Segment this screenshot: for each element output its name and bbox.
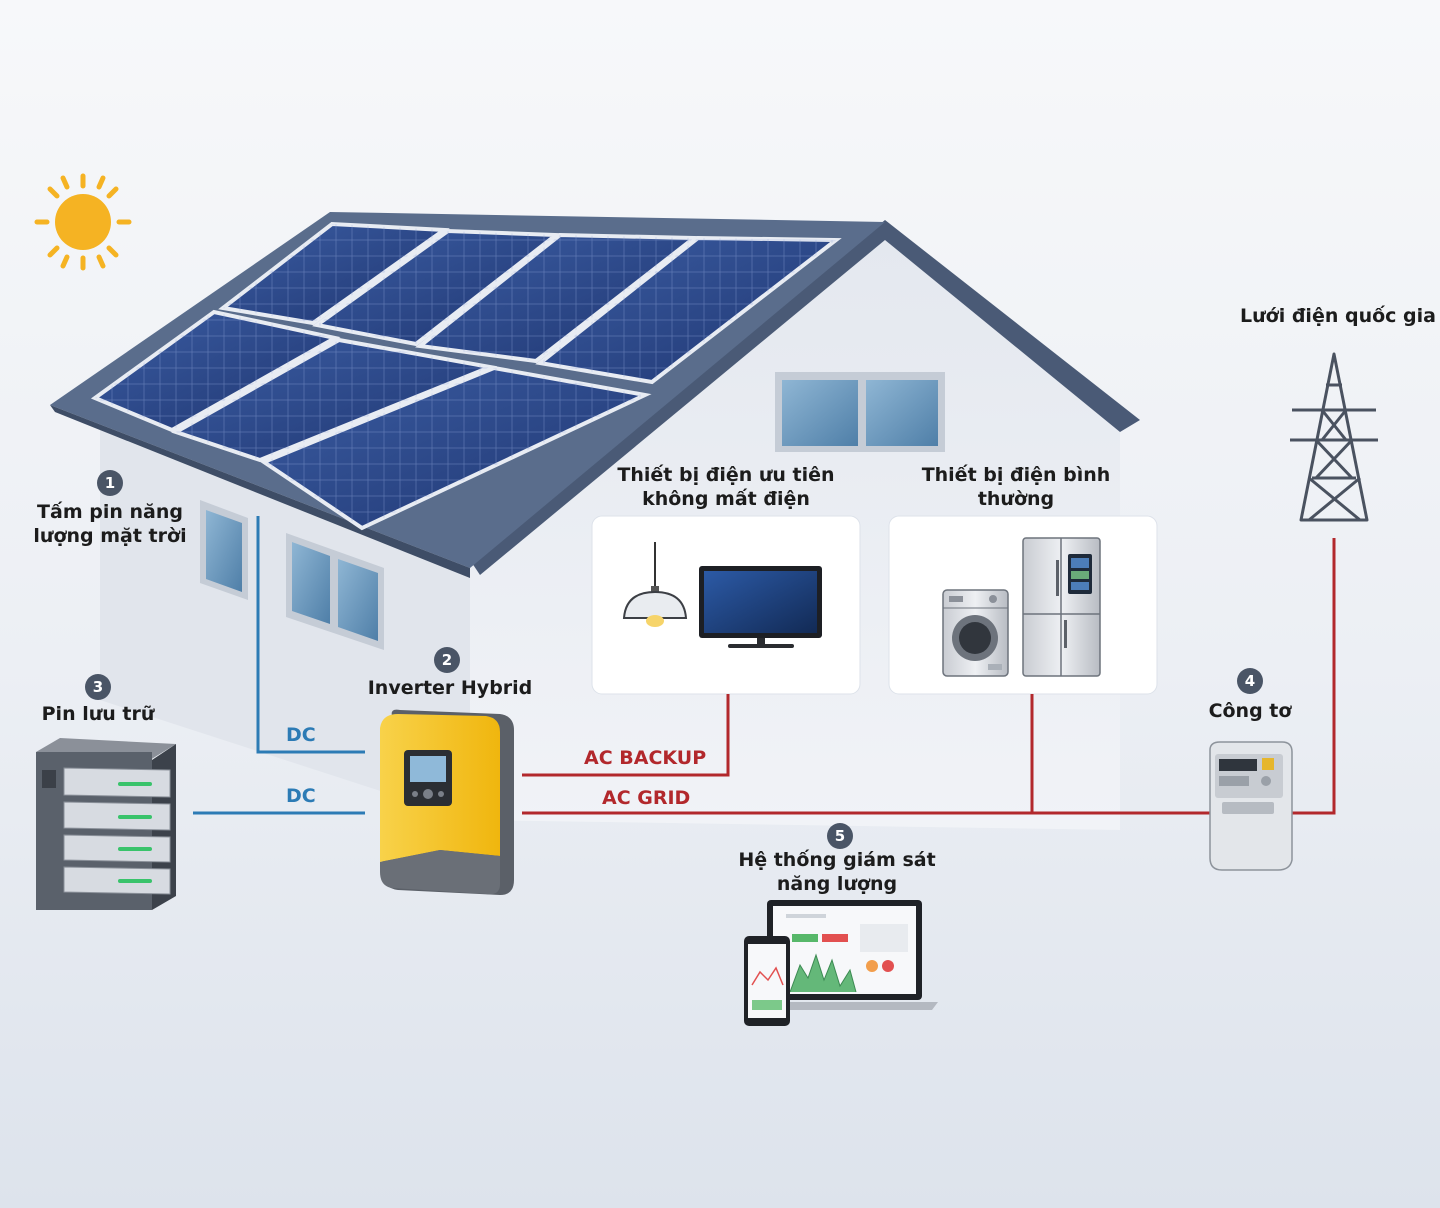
inverter-icon [380,709,514,895]
window [775,372,945,452]
label-grid: Lưới điện quốc gia [1240,305,1436,327]
badge-monitoring: 5 [827,823,853,849]
ac-backup-wire [522,694,730,777]
grid-connection-wire [1292,538,1336,815]
solar-panel-array [90,221,842,531]
lamp-icon [622,542,688,627]
label-battery: Pin lưu trữ [41,703,155,725]
label-monitoring: Hệ thống giám sát năng lượng [738,849,936,895]
label-solar-panel: Tấm pin năng lượng mặt trời [33,501,187,547]
window [200,500,248,600]
monitoring-devices-icon [744,900,938,1026]
wire-label-ac-grid: AC GRID [602,787,691,809]
transmission-tower-icon [1290,352,1378,522]
label-normal-loads: Thiết bị điện bình thường [921,464,1111,510]
label-meter: Công tơ [1208,700,1292,722]
badge-meter: 4 [1237,668,1263,694]
badge-solar-panel: 1 [97,470,123,496]
window [286,533,384,650]
tv-icon [699,566,822,648]
wire-label-dc-battery: DC [286,785,316,807]
wiring [193,516,1336,815]
energy-meter-icon [1209,741,1293,871]
sun-icon [34,173,132,271]
wire-label-dc-solar: DC [286,724,316,746]
dc-solar-wire [256,516,365,754]
label-inverter: Inverter Hybrid [367,677,533,699]
label-priority-loads: Thiết bị điện ưu tiên không mất điện [617,464,835,510]
battery-cabinet-icon [36,738,176,910]
refrigerator-icon [1022,537,1101,677]
washing-machine-icon [942,589,1009,677]
wire-label-ac-backup: AC BACKUP [584,747,707,769]
badge-inverter: 2 [434,647,460,673]
badge-battery: 3 [85,674,111,700]
